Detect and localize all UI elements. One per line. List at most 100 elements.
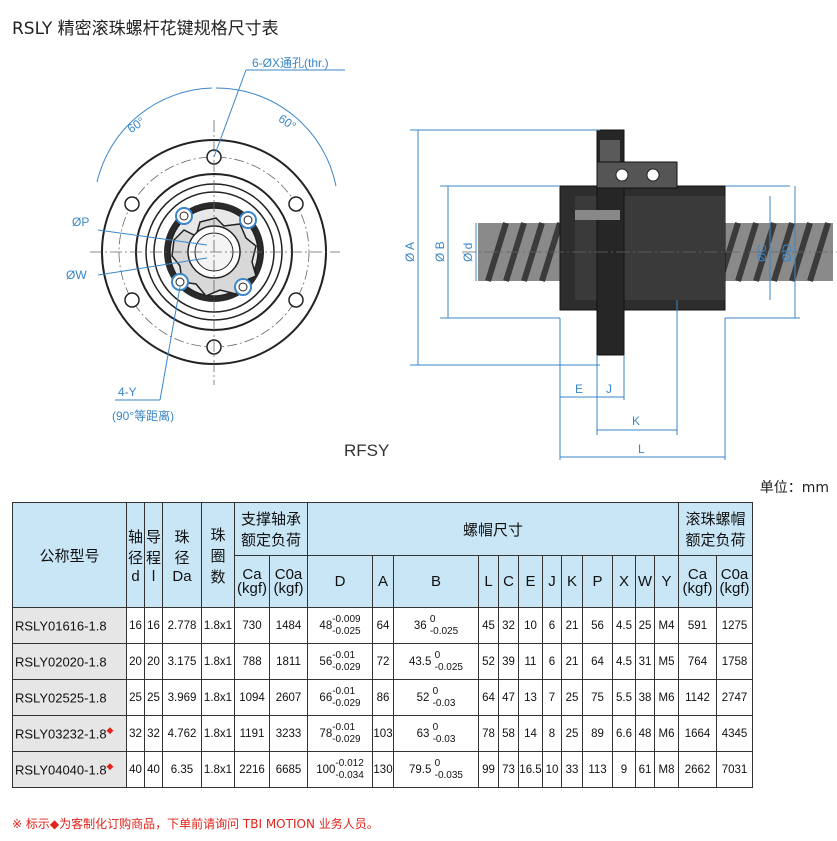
col-circuits: 珠圈数 [201, 502, 235, 608]
cell-l: 40 [144, 751, 163, 788]
dim-l-label: L [638, 442, 645, 456]
cell-X: 4.5 [612, 607, 636, 644]
cell-B: 79.5 0-0.035 [393, 751, 479, 788]
cell-C: 73 [498, 751, 519, 788]
cell-E: 10 [518, 607, 543, 644]
cell-J: 6 [542, 643, 562, 680]
cell-A: 130 [372, 751, 394, 788]
col-B: B [393, 555, 479, 608]
table-row: RSLY03232-1.8◆ 32 32 4.762 1.8x1 1191 32… [12, 715, 753, 752]
cell-A: 64 [372, 607, 394, 644]
col-nut-size: 螺帽尺寸 [307, 502, 679, 556]
cell-W: 38 [635, 679, 655, 716]
col-ca: Ca(kgf) [234, 555, 270, 608]
cell-da: 2.778 [162, 607, 202, 644]
cell-model: RSLY02020-1.8 [12, 643, 127, 680]
cell-circuits: 1.8x1 [201, 643, 235, 680]
model-caption: RFSY [344, 441, 389, 460]
col-support-load: 支撑轴承额定负荷 [234, 502, 308, 556]
cell-model: RSLY03232-1.8◆ [12, 715, 127, 752]
cell-ca: 2216 [234, 751, 270, 788]
cell-circuits: 1.8x1 [201, 751, 235, 788]
col-model: 公称型号 [12, 502, 127, 608]
cell-C: 39 [498, 643, 519, 680]
cell-B: 52 0-0.03 [393, 679, 479, 716]
cell-d: 32 [126, 715, 145, 752]
cell-J: 7 [542, 679, 562, 716]
cell-Y: M6 [654, 679, 679, 716]
cell-Y: M4 [654, 607, 679, 644]
cell-K: 33 [561, 751, 583, 788]
cell-ca2: 1664 [678, 715, 717, 752]
table-row: RSLY02020-1.8 20 20 3.175 1.8x1 788 1811… [12, 643, 753, 680]
cell-d: 25 [126, 679, 145, 716]
cell-ca2: 591 [678, 607, 717, 644]
col-A: A [372, 555, 394, 608]
col-Y: Y [654, 555, 679, 608]
cell-J: 8 [542, 715, 562, 752]
cell-J: 6 [542, 607, 562, 644]
cell-E: 14 [518, 715, 543, 752]
dia-a-label: Ø A [403, 242, 417, 262]
col-K: K [561, 555, 583, 608]
col-X: X [612, 555, 636, 608]
cell-E: 16.5 [518, 751, 543, 788]
cell-ca: 730 [234, 607, 270, 644]
cell-W: 61 [635, 751, 655, 788]
cell-W: 48 [635, 715, 655, 752]
cell-circuits: 1.8x1 [201, 715, 235, 752]
cell-l: 25 [144, 679, 163, 716]
cell-L: 78 [478, 715, 499, 752]
col-c0a2: C0a(kgf) [716, 555, 753, 608]
hole-note-label: 6-ØX通孔(thr.) [252, 56, 329, 70]
cell-P: 75 [582, 679, 613, 716]
table-row: RSLY02525-1.8 25 25 3.969 1.8x1 1094 260… [12, 679, 753, 716]
cell-c0a2: 1758 [716, 643, 753, 680]
col-C: C [498, 555, 519, 608]
cell-model: RSLY01616-1.8 [12, 607, 127, 644]
cell-c0a: 2607 [269, 679, 308, 716]
dia-d-label: Ø d [461, 243, 475, 262]
cell-P: 56 [582, 607, 613, 644]
cell-c0a2: 1275 [716, 607, 753, 644]
cell-X: 9 [612, 751, 636, 788]
cell-da: 3.969 [162, 679, 202, 716]
cell-J: 10 [542, 751, 562, 788]
cell-X: 4.5 [612, 643, 636, 680]
dia-w-label: ØW [66, 268, 87, 282]
cell-model: RSLY04040-1.8◆ [12, 751, 127, 788]
cell-l: 16 [144, 607, 163, 644]
cell-D: 48-0.009-0.025 [307, 607, 373, 644]
cell-P: 113 [582, 751, 613, 788]
cell-B: 63 0-0.03 [393, 715, 479, 752]
unit-label: 单位：mm [759, 480, 829, 496]
cell-c0a: 1811 [269, 643, 308, 680]
tap-spacing-label: (90°等距离) [112, 408, 174, 423]
angle-right-label: 60° [276, 111, 299, 133]
cell-B: 43.5 0-0.025 [393, 643, 479, 680]
cell-c0a2: 2747 [716, 679, 753, 716]
cell-c0a2: 4345 [716, 715, 753, 752]
cell-X: 6.6 [612, 715, 636, 752]
cell-c0a: 3233 [269, 715, 308, 752]
cell-circuits: 1.8x1 [201, 679, 235, 716]
col-W: W [635, 555, 655, 608]
col-ball-nut-load: 滚珠螺帽额定负荷 [678, 502, 753, 556]
cell-model: RSLY02525-1.8 [12, 679, 127, 716]
dia-b-label: Ø B [433, 241, 447, 262]
cell-L: 52 [478, 643, 499, 680]
cell-Y: M8 [654, 751, 679, 788]
table-row: RSLY04040-1.8◆ 40 40 6.35 1.8x1 2216 668… [12, 751, 753, 788]
dim-k-label: K [632, 414, 640, 428]
cell-K: 25 [561, 715, 583, 752]
cell-c0a2: 7031 [716, 751, 753, 788]
cell-c0a: 1484 [269, 607, 308, 644]
cell-L: 64 [478, 679, 499, 716]
cell-d: 40 [126, 751, 145, 788]
cell-E: 13 [518, 679, 543, 716]
cell-A: 86 [372, 679, 394, 716]
cell-Y: M6 [654, 715, 679, 752]
